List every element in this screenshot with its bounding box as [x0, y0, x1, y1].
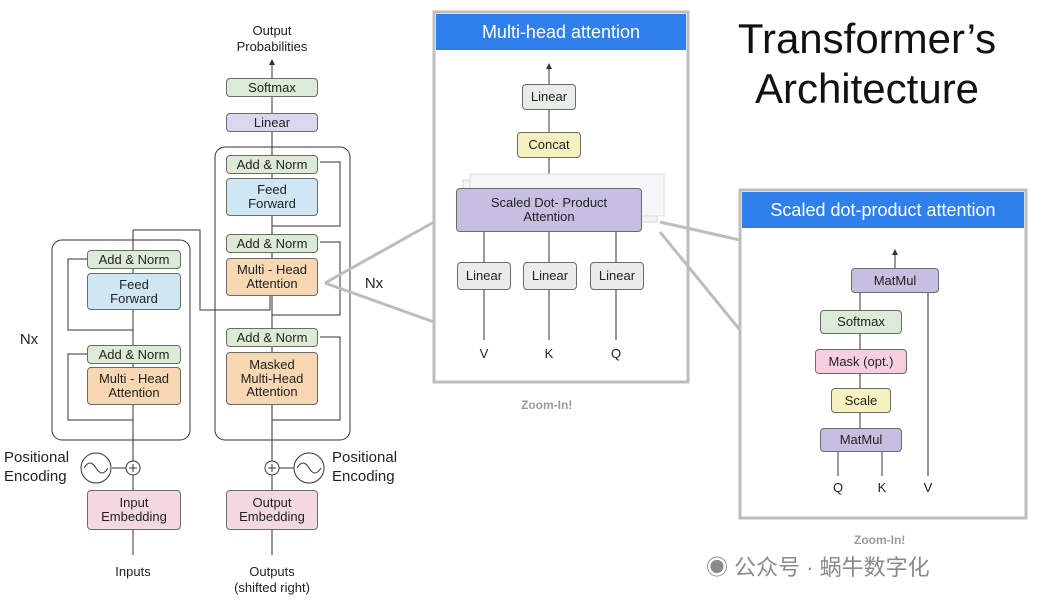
decoder-feed-forward: Feed Forward [226, 178, 318, 216]
sdpa-q-label: Q [832, 480, 844, 495]
page-title: Transformer’s Architecture [737, 15, 997, 113]
decoder-softmax: Softmax [226, 78, 318, 97]
encoder-add-norm-bottom: Add & Norm [87, 345, 181, 364]
sdpa-softmax: Softmax [820, 310, 902, 334]
mha-scaled-dot-product: Scaled Dot- Product Attention [456, 188, 642, 232]
sdpa-zoom-label: Zoom-In! [854, 533, 906, 547]
sdpa-scale: Scale [831, 388, 891, 413]
mha-q-label: Q [610, 346, 622, 361]
outputs-label: Outputs (shifted right) [234, 564, 310, 596]
encoder-multi-head-attention: Multi - Head Attention [87, 367, 181, 405]
wechat-icon: ◉ [706, 555, 735, 580]
encoder-nx-label: Nx [19, 331, 39, 348]
mha-linear-q: Linear [590, 262, 644, 290]
encoder-add-norm-top: Add & Norm [87, 250, 181, 269]
encoder-feed-forward: Feed Forward [87, 273, 181, 310]
encoder-positional-encoding-label: Positional Encoding [4, 449, 70, 485]
sdpa-v-label: V [923, 480, 933, 495]
decoder-add-norm-2: Add & Norm [226, 234, 318, 253]
sdpa-matmul-bottom: MatMul [820, 428, 902, 452]
mha-linear-k: Linear [523, 262, 577, 290]
decoder-multi-head-attention: Multi - Head Attention [226, 258, 318, 296]
mha-zoom-label: Zoom-In! [521, 398, 573, 412]
sdpa-panel-header: Scaled dot-product attention [742, 192, 1024, 228]
mha-linear-top: Linear [522, 84, 576, 110]
input-embedding: Input Embedding [87, 490, 181, 530]
mha-panel-frame [432, 10, 690, 384]
decoder-nx-label: Nx [364, 275, 384, 292]
mha-concat: Concat [517, 132, 581, 158]
output-embedding: Output Embedding [226, 490, 318, 530]
decoder-positional-encoding-label: Positional Encoding [332, 449, 398, 485]
mha-v-label: V [479, 346, 489, 361]
inputs-label: Inputs [115, 564, 151, 579]
mha-panel-header: Multi-head attention [436, 14, 686, 50]
mha-k-label: K [544, 346, 554, 361]
sdpa-matmul-top: MatMul [851, 268, 939, 293]
watermark: ◉ 公众号 · 蜗牛数字化 [706, 550, 930, 582]
sdpa-k-label: K [877, 480, 887, 495]
output-probabilities-label: Output Probabilities [236, 23, 308, 55]
watermark-text: 公众号 · 蜗牛数字化 [734, 555, 930, 580]
encoder-frame [51, 239, 191, 441]
sdpa-panel-frame [738, 188, 1028, 520]
decoder-add-norm-1: Add & Norm [226, 155, 318, 174]
decoder-add-norm-3: Add & Norm [226, 328, 318, 347]
sdpa-mask: Mask (opt.) [815, 349, 907, 374]
mha-linear-v: Linear [457, 262, 511, 290]
decoder-linear: Linear [226, 113, 318, 132]
decoder-masked-multi-head-attention: Masked Multi-Head Attention [226, 352, 318, 405]
